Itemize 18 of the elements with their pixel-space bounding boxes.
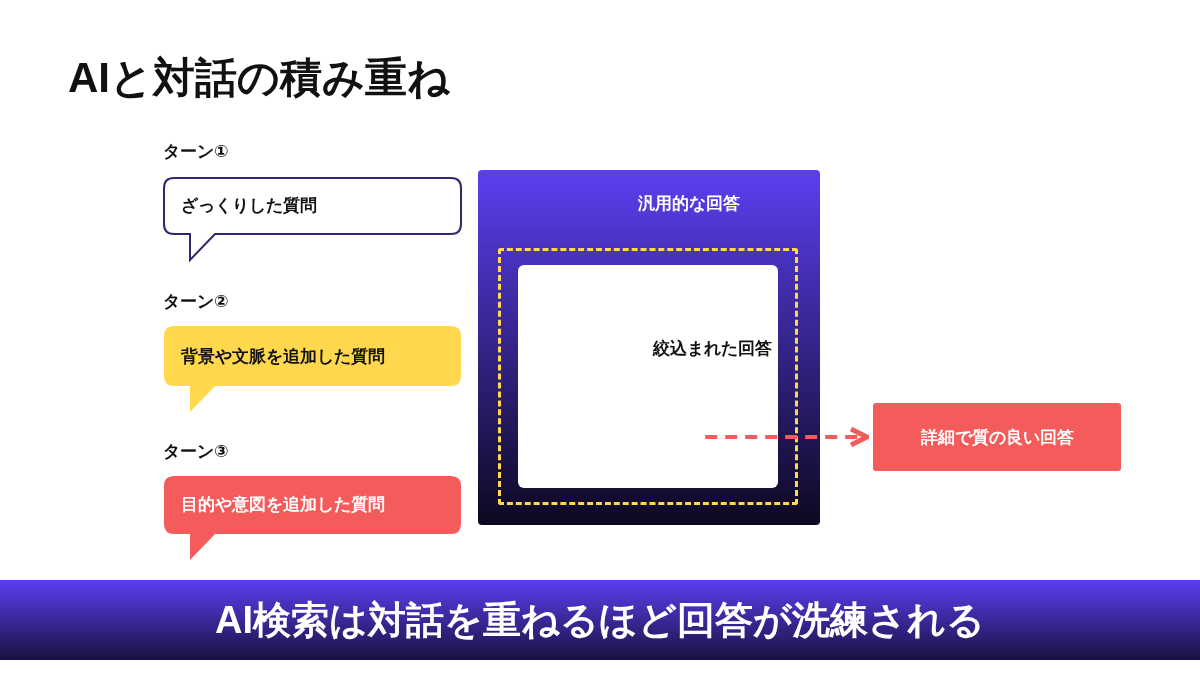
turn-label: ターン③ (163, 441, 229, 463)
answer-text: 詳細で質の良い回答 (919, 427, 1075, 449)
question-text: ざっくりした質問 (181, 195, 317, 217)
answer-box (518, 265, 778, 488)
dashed-arrow (705, 426, 870, 448)
answer-text: 絞込まれた回答 (653, 338, 772, 360)
result-box (873, 403, 1121, 471)
turn-label: ターン① (163, 141, 229, 163)
turn-label: ターン② (163, 291, 229, 313)
caption-text: AI検索は対話を重ねるほど回答が洗練される (215, 597, 985, 643)
speech-bubble (163, 475, 463, 562)
question-text: 背景や文脈を追加した質問 (181, 346, 385, 368)
slide-title: AIと対話の積み重ね (68, 53, 450, 103)
answer-text: 汎用的な回答 (638, 193, 740, 215)
question-text: 目的や意図を追加した質問 (181, 494, 385, 516)
answer-panel (478, 170, 820, 525)
speech-bubble (163, 177, 463, 262)
speech-bubble (163, 325, 463, 414)
